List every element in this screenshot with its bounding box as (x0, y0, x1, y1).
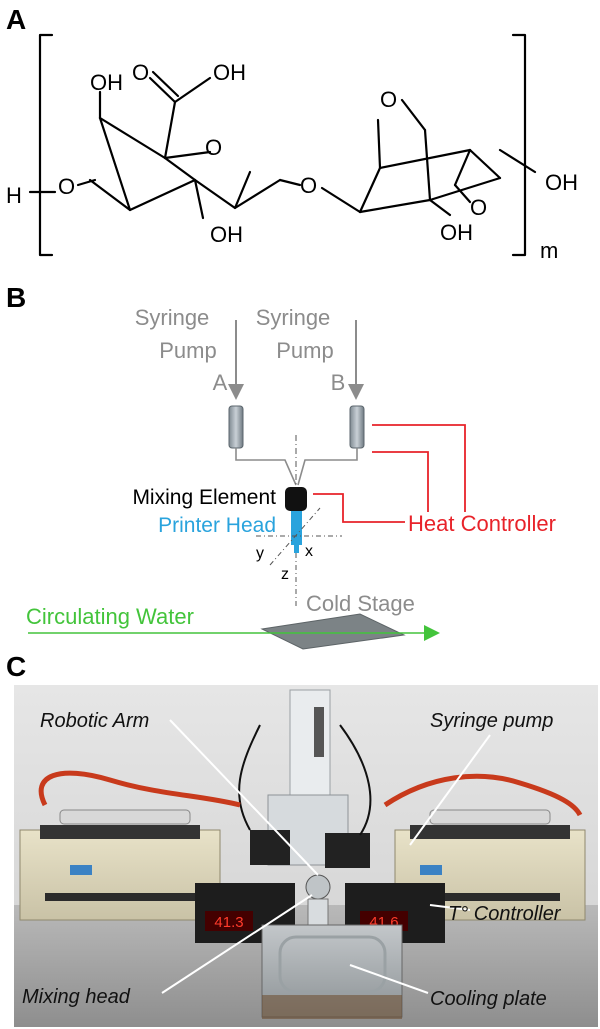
label-cooling-plate: Cooling plate (430, 988, 547, 1010)
alginate-structure-svg: OH O OH O H O O OH O OH O OH m (6, 33, 578, 263)
robot-motor-right (325, 833, 370, 868)
right-bracket (511, 33, 527, 257)
printer-head-shape (291, 511, 302, 545)
label-t-controller: T° Controller (448, 903, 562, 925)
panel-c-letter: C (6, 651, 27, 682)
syringe-b-label-line2: Pump (276, 338, 333, 363)
robot-motor-left (250, 830, 290, 865)
atom-o-glycosidic: O (300, 173, 317, 198)
atom-o-ring-right: O (470, 195, 487, 220)
circulating-water-label: Circulating Water (26, 604, 194, 629)
heat-controller-label: Heat Controller (408, 511, 556, 536)
syringe-b (349, 405, 365, 449)
left-ring-lower-bonds (88, 178, 282, 212)
syringe-b-label-line1: Syringe (256, 305, 331, 330)
syringe-a-label-line2: Pump (159, 338, 216, 363)
tube-b (297, 448, 358, 486)
printer-head-tip (294, 545, 299, 553)
atom-h-terminal: H (6, 183, 22, 208)
atom-o-linker-left: O (58, 174, 75, 199)
printer-schematic-svg: Syringe Pump A Syringe Pump B Mixing Ele… (26, 305, 556, 650)
syringe-b-label-line3: B (331, 370, 346, 395)
pump-left-tube (38, 770, 241, 808)
syringe-a-label-line1: Syringe (135, 305, 210, 330)
wire-mixing-element (313, 493, 405, 523)
panel-b-schematic: B Syringe Pump A Syringe Pump B (0, 280, 600, 655)
atom-o-ring-left: O (205, 135, 222, 160)
pump-right-tube (383, 773, 583, 817)
wire-syringe-b-lower (372, 451, 429, 512)
printer-head-label: Printer Head (158, 514, 276, 537)
syringe-a (228, 405, 244, 449)
syringe-pump-left (19, 829, 221, 921)
axis-y-line (269, 507, 321, 566)
panel-a-chemical-structure: A (0, 0, 600, 280)
wire-syringe-b-upper (372, 424, 466, 512)
tube-a (235, 448, 297, 486)
atom-oh-right: OH (545, 170, 578, 195)
repeat-subscript: m (540, 238, 558, 263)
atom-oh-bottom-left: OH (210, 222, 243, 247)
t-controller-left-display (205, 911, 253, 931)
label-syringe-pump: Syringe pump (430, 710, 553, 732)
axis-x-label: x (305, 543, 313, 560)
syringe-a-label-line3: A (213, 370, 228, 395)
axis-y-label: y (256, 545, 264, 562)
cold-stage-plate (260, 613, 406, 650)
mixing-element-shape (285, 487, 307, 511)
atom-oh-acid: OH (213, 60, 246, 85)
robot-display (314, 707, 324, 757)
axis-z-label: z (281, 566, 289, 583)
mixing-element-label: Mixing Element (132, 486, 276, 509)
setup-photo-svg: 41.3 41.6 Robotic Arm Syringe pump T° Co… (14, 685, 598, 1027)
atom-oh-bottom-right: OH (440, 220, 473, 245)
label-robotic-arm: Robotic Arm (40, 710, 149, 732)
atom-o-carbonyl: O (132, 60, 149, 85)
left-bracket (38, 33, 54, 257)
panel-a-letter: A (6, 4, 27, 35)
cold-stage-label: Cold Stage (306, 591, 415, 616)
label-mixing-head: Mixing head (22, 986, 131, 1008)
panel-b-letter: B (6, 282, 27, 313)
pump-right-rail (410, 825, 570, 839)
t-controller-left-readout: 41.3 (214, 914, 243, 931)
atom-o-bridge-top: O (380, 87, 397, 112)
pump-left-rail (40, 825, 200, 839)
atom-oh-top-left: OH (90, 70, 123, 95)
panel-c-photo: C (0, 651, 600, 1029)
